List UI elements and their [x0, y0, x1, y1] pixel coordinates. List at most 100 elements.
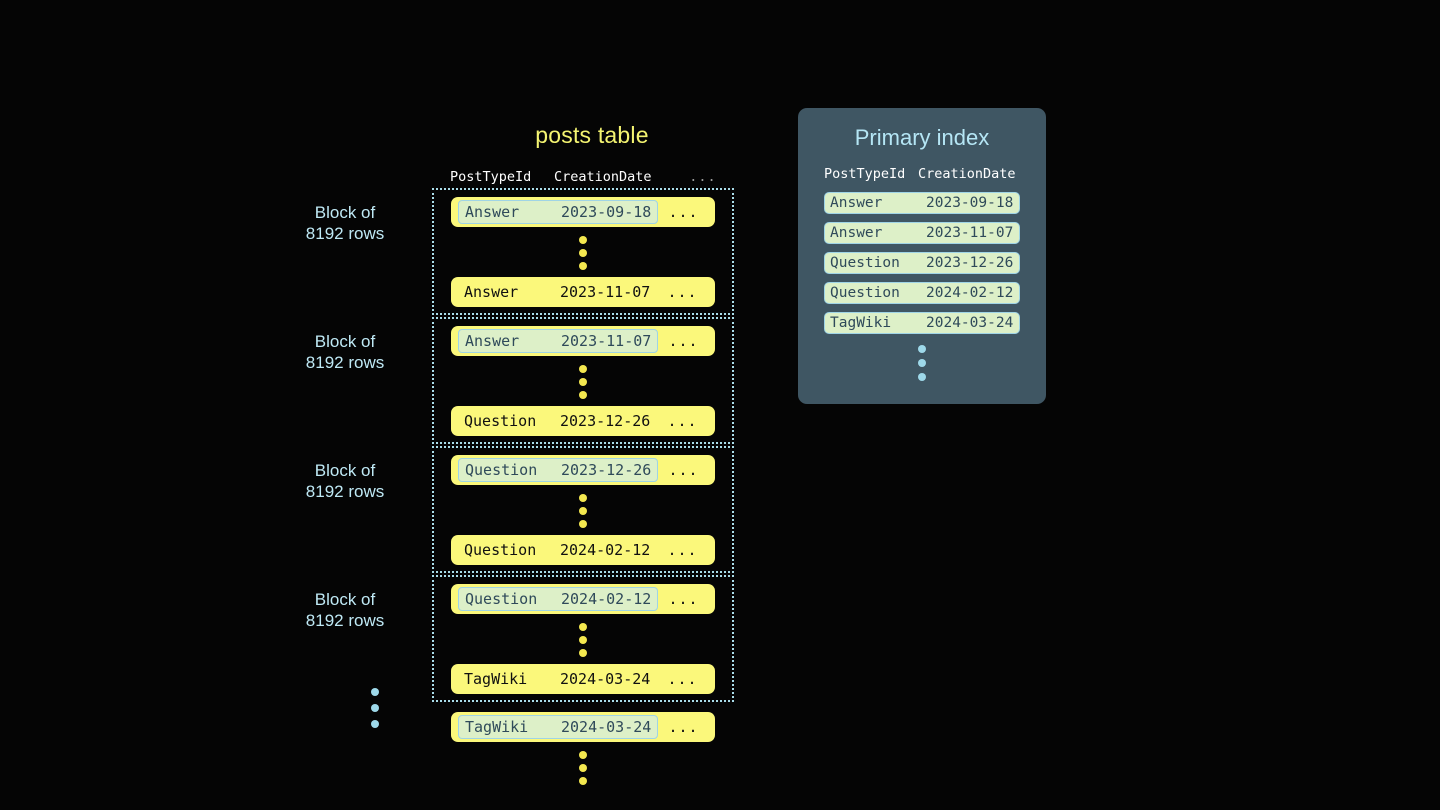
cell-ellipsis: ... — [668, 203, 699, 221]
table-row: Answer 2023-09-18 ... — [451, 197, 715, 227]
dot — [371, 704, 379, 712]
cell-posttypeid: Answer — [465, 203, 520, 221]
index-cell-posttypeid: Question — [830, 285, 900, 301]
index-entry: Answer 2023-09-18 — [824, 192, 1020, 214]
row-key-highlight: Question 2023-12-26 — [458, 458, 658, 482]
row-key: TagWiki 2024-03-24 — [458, 667, 656, 691]
index-cell-creationdate: 2023-11-07 — [926, 225, 1014, 241]
block-4-label: Block of 8192 rows — [305, 590, 385, 630]
row-key: Answer 2023-11-07 — [458, 280, 656, 304]
column-header-posttypeid: PostTypeId — [450, 169, 532, 185]
primary-index-entries: Answer 2023-09-18 Answer 2023-11-07 Ques… — [824, 192, 1020, 384]
posts-table-column-headers: PostTypeId CreationDate ... — [450, 166, 732, 188]
index-cell-posttypeid: Answer — [830, 195, 883, 211]
cell-creationdate: 2024-02-12 — [561, 590, 652, 608]
cell-creationdate: 2024-03-24 — [561, 718, 652, 736]
table-row: Question 2024-02-12 ... — [451, 584, 715, 614]
cell-posttypeid: TagWiki — [464, 670, 528, 688]
cell-creationdate: 2023-09-18 — [561, 203, 652, 221]
dot — [579, 635, 587, 644]
cell-posttypeid: Question — [464, 541, 537, 559]
cell-creationdate: 2023-11-07 — [560, 283, 651, 301]
row-key-highlight: Answer 2023-11-07 — [458, 329, 658, 353]
index-cell-creationdate: 2024-03-24 — [926, 315, 1014, 331]
cell-ellipsis: ... — [667, 412, 698, 430]
cell-ellipsis: ... — [668, 461, 699, 479]
row-key-highlight: Answer 2023-09-18 — [458, 200, 658, 224]
posts-table-group: posts table PostTypeId CreationDate ... … — [306, 120, 734, 785]
index-entry: TagWiki 2024-03-24 — [824, 312, 1020, 334]
table-row: Answer 2023-11-07 ... — [451, 326, 715, 356]
dot — [579, 506, 587, 515]
cell-creationdate: 2023-11-07 — [561, 332, 652, 350]
dot — [579, 390, 587, 399]
dot — [579, 648, 587, 657]
cell-ellipsis: ... — [668, 590, 699, 608]
dot — [918, 373, 926, 381]
vertical-ellipsis-dots — [434, 614, 732, 664]
index-entry: Answer 2023-11-07 — [824, 222, 1020, 244]
dot — [579, 248, 587, 257]
vertical-ellipsis-dots — [434, 485, 732, 535]
dot — [579, 776, 587, 785]
row-key-highlight: Question 2024-02-12 — [458, 587, 658, 611]
primary-index-panel: Primary index PostTypeId CreationDate An… — [798, 108, 1046, 404]
block-3: Block of 8192 rows Question 2023-12-26 .… — [306, 446, 734, 573]
block-2: Block of 8192 rows Answer 2023-11-07 ...… — [306, 317, 734, 444]
index-cell-creationdate: 2024-02-12 — [926, 285, 1014, 301]
vertical-ellipsis-dots — [434, 356, 732, 406]
cell-posttypeid: Question — [465, 461, 538, 479]
dot — [579, 261, 587, 270]
block-4: Block of 8192 rows Question 2024-02-12 .… — [306, 575, 734, 702]
cell-ellipsis: ... — [668, 718, 699, 736]
index-column-header-creationdate: CreationDate — [918, 166, 1016, 182]
index-cell-posttypeid: Question — [830, 255, 900, 271]
cell-posttypeid: Answer — [464, 283, 519, 301]
dot — [579, 519, 587, 528]
cell-ellipsis: ... — [667, 670, 698, 688]
posts-table-title: posts table — [535, 122, 649, 148]
cell-posttypeid: TagWiki — [465, 718, 529, 736]
cell-posttypeid: Question — [464, 412, 537, 430]
table-row: TagWiki 2024-03-24 ... — [451, 664, 715, 694]
index-cell-posttypeid: Answer — [830, 225, 883, 241]
index-entry: Question 2023-12-26 — [824, 252, 1020, 274]
cell-ellipsis: ... — [667, 541, 698, 559]
table-row: Question 2023-12-26 ... — [451, 455, 715, 485]
dot — [579, 235, 587, 244]
row-key: Question 2024-02-12 — [458, 538, 656, 562]
index-cell-posttypeid: TagWiki — [830, 315, 892, 331]
cell-ellipsis: ... — [668, 332, 699, 350]
table-trailing-dots — [432, 742, 734, 792]
index-cell-creationdate: 2023-09-18 — [926, 195, 1014, 211]
index-trailing-dots — [824, 342, 1020, 384]
dot — [579, 377, 587, 386]
block-1-label: Block of 8192 rows — [305, 203, 385, 243]
row-key-highlight: TagWiki 2024-03-24 — [458, 715, 658, 739]
dot — [579, 763, 587, 772]
table-row: Question 2023-12-26 ... — [451, 406, 715, 436]
vertical-ellipsis-dots — [434, 227, 732, 277]
column-header-ellipsis: ... — [689, 169, 717, 185]
dot — [918, 345, 926, 353]
dot — [371, 688, 379, 696]
index-column-header-posttypeid: PostTypeId — [824, 166, 906, 182]
primary-index-column-headers: PostTypeId CreationDate — [824, 166, 1024, 182]
cell-creationdate: 2023-12-26 — [560, 412, 651, 430]
table-row-tail: TagWiki 2024-03-24 ... — [451, 712, 715, 742]
row-key: Question 2023-12-26 — [458, 409, 656, 433]
posts-table-blocks: Block of 8192 rows Answer 2023-09-18 ...… — [306, 188, 734, 792]
block-1: Block of 8192 rows Answer 2023-09-18 ...… — [306, 188, 734, 315]
dot — [579, 364, 587, 373]
dot — [579, 622, 587, 631]
index-cell-creationdate: 2023-12-26 — [926, 255, 1014, 271]
block-3-label: Block of 8192 rows — [305, 461, 385, 501]
cell-posttypeid: Answer — [465, 332, 520, 350]
blocks-trailing-dots — [371, 684, 379, 732]
dot — [371, 720, 379, 728]
dot — [918, 359, 926, 367]
block-2-label: Block of 8192 rows — [305, 332, 385, 372]
cell-creationdate: 2024-03-24 — [560, 670, 651, 688]
table-row: Question 2024-02-12 ... — [451, 535, 715, 565]
